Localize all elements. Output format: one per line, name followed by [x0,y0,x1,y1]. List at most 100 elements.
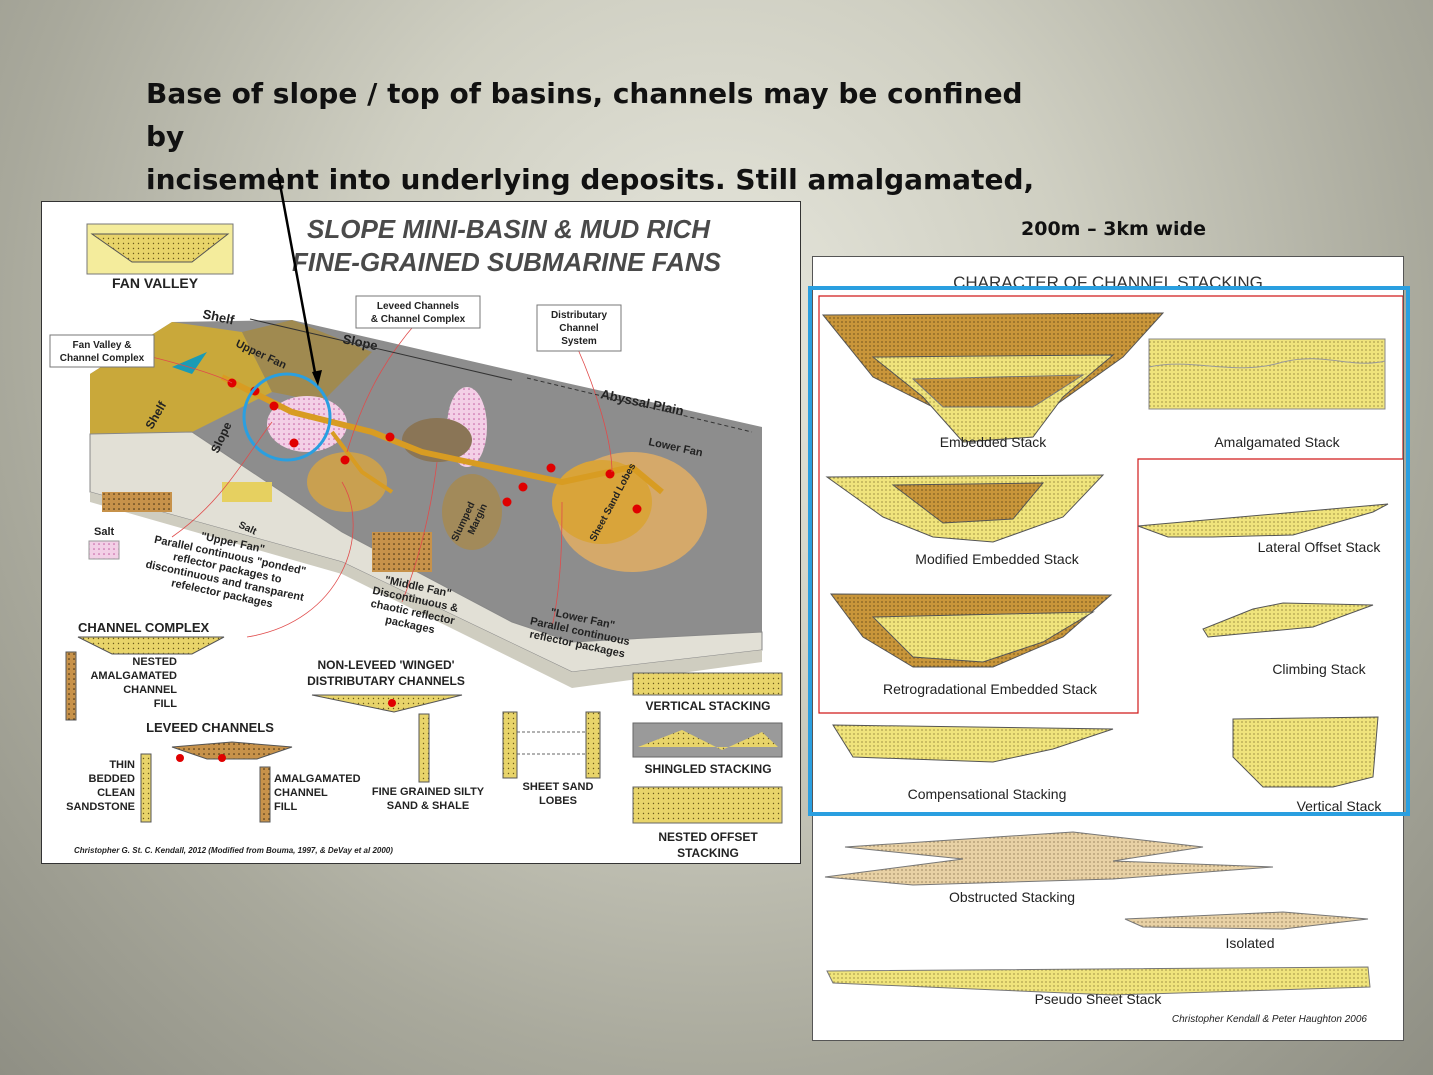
headline-line-1: Base of slope / top of basins, channels … [146,77,1023,153]
modified-embedded-graphic [825,474,1105,543]
shingled-stacking-beds [638,730,778,750]
leader-lines [151,321,613,638]
right-diagram-credit: Christopher Kendall & Peter Haughton 200… [1172,1014,1368,1025]
diagram-title-line-1: SLOPE MINI-BASIN & MUD RICH [307,214,711,244]
block-diagram [89,320,763,688]
marker [502,497,512,507]
fan-valley-complex-line-1: Fan Valley & [73,340,132,351]
nested-fill-line: FILL [154,698,177,710]
pseudo-sheet-graphic [826,966,1371,996]
headline-line-2: incisement into underlying deposits. Sti… [146,163,1035,196]
fine-grained-line-1: FINE GRAINED SILTY [372,786,485,798]
thin-bedded-label: THIN BEDDED CLEAN SANDSTONE [66,759,135,813]
channel-markers [227,378,642,514]
channel-stacking-diagram: CHARACTER OF CHANNEL STACKING Embedded S… [812,256,1404,1041]
sheet-sand-column-right [585,711,601,779]
marker [289,438,299,448]
fan-valley-inset [86,223,234,275]
marker [269,401,279,411]
amalgamated-stack-label: Amalgamated Stack [1214,434,1340,450]
compensational-label: Compensational Stacking [908,786,1067,802]
left-diagram-credit: Christopher G. St. C. Kendall, 2012 (Mod… [74,846,393,855]
vertical-stacking-label: VERTICAL STACKING [646,699,771,713]
nested-offset-line-1: NESTED OFFSET [658,830,758,844]
isolated-graphic [1124,911,1369,930]
climbing-stack-label: Climbing Stack [1272,661,1366,677]
marker [605,469,615,479]
leveed-channels-label: LEVEED CHANNELS [146,720,274,735]
marker [218,754,226,762]
submarine-fan-diagram: FAN VALLEY SLOPE MINI-BASIN & MUD RICH F… [41,201,801,864]
nested-fill-line: AMALGAMATED [90,670,177,682]
marker [388,699,396,707]
vertical-stack-label: Vertical Stack [1297,798,1383,814]
fine-grained-line-2: SAND & SHALE [387,800,470,812]
amalgamated-fill-line: FILL [274,801,297,813]
thin-bedded-line: CLEAN [97,787,135,799]
channel-complex-graphic [77,636,225,655]
embedded-stack-label: Embedded Stack [940,434,1048,450]
nested-fill-column [65,651,77,721]
amalgamated-stack-graphic [1148,338,1386,410]
distributary-box-line-2: Channel [559,323,599,334]
isolated-label: Isolated [1225,935,1274,951]
nested-fill-label: NESTED AMALGAMATED CHANNEL FILL [90,656,177,710]
non-leveed-line-2: DISTRIBUTARY CHANNELS [307,674,465,688]
pseudo-sheet-label: Pseudo Sheet Stack [1035,991,1163,1007]
modified-embedded-label: Modified Embedded Stack [915,551,1079,567]
obstructed-label: Obstructed Stacking [949,889,1075,905]
fine-grained-column [418,713,430,783]
leveed-channels-box-line-2: & Channel Complex [371,314,466,325]
fan-valley-label: FAN VALLEY [112,275,199,291]
sheet-sand-line-2: LOBES [539,795,577,807]
headline: Base of slope / top of basins, channels … [146,72,1046,201]
thin-bedded-line: BEDDED [89,773,136,785]
shingled-stacking-label: SHINGLED STACKING [644,762,771,776]
leveed-channel-graphic [171,741,293,760]
shelf-top-label: Shelf [201,306,236,327]
lateral-offset-graphic [1137,503,1389,538]
marker [632,504,642,514]
fan-valley-complex-line-2: Channel Complex [60,353,145,364]
nested-fill-line: NESTED [132,656,177,668]
retrogradational-graphic [830,593,1113,668]
vertical-stack-graphic [1232,716,1379,788]
retrogradational-label: Retrogradational Embedded Stack [883,681,1098,697]
sheet-sand-line-1: SHEET SAND [523,781,594,793]
stacking-title: CHARACTER OF CHANNEL STACKING [953,273,1263,292]
non-leveed-graphic [311,694,463,713]
salt-legend-label: Salt [94,526,115,538]
non-leveed-line-1: NON-LEVEED 'WINGED' [317,658,454,672]
climbing-stack-graphic [1202,602,1374,638]
leveed-channels-box: Leveed Channels & Channel Complex [355,295,481,329]
marker [340,455,350,465]
embedded-stack-graphic [821,312,1165,443]
marker [518,482,528,492]
distributary-box: Distributary Channel System [536,304,622,352]
obstructed-graphic [824,831,1274,886]
thin-bedded-line: SANDSTONE [66,801,135,813]
leveed-channels-box-line-1: Leveed Channels [377,301,460,312]
salt-legend-swatch [88,540,120,560]
nested-offset-graphic [632,786,783,824]
thin-bedded-line: THIN [109,759,135,771]
sheet-sand-column-left [502,711,518,779]
amalgamated-fill-column [259,766,271,823]
lateral-offset-label: Lateral Offset Stack [1258,539,1382,555]
amalgamated-fill-label: AMALGAMATED CHANNEL FILL [274,773,361,813]
slope-top-label: Slope [341,331,379,353]
marker [385,432,395,442]
marker [546,463,556,473]
sheet-sand-correlation [517,731,586,755]
distributary-box-line-1: Distributary [551,310,608,321]
submarine-fan-illustration: FAN VALLEY SLOPE MINI-BASIN & MUD RICH F… [49,214,783,860]
distributary-box-line-3: System [561,336,597,347]
marker [176,754,184,762]
diagram-title-line-2: FINE-GRAINED SUBMARINE FANS [292,247,722,277]
channel-complex-label: CHANNEL COMPLEX [78,620,210,635]
vertical-stacking-graphic [632,672,783,696]
compensational-graphic [832,724,1114,763]
thin-bedded-column [140,753,152,823]
amalgamated-fill-line: AMALGAMATED [274,773,361,785]
amalgamated-fill-line: CHANNEL [274,787,328,799]
